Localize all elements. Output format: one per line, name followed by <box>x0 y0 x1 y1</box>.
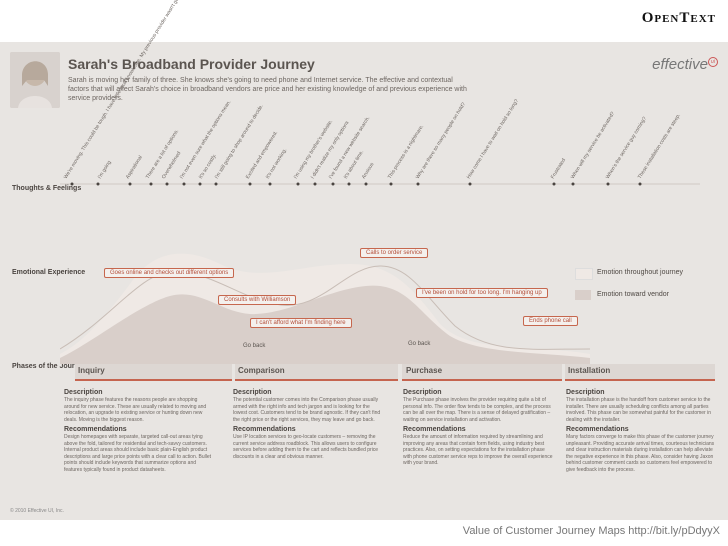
callout-calls: Calls to order service <box>360 248 429 258</box>
go-back-1: Go back <box>243 343 266 349</box>
phase-comparison: Comparison <box>238 366 285 375</box>
callout-ends: Ends phone call <box>523 316 578 326</box>
opentext-brand: OpenText <box>641 10 716 26</box>
phase-bar-inquiry <box>75 364 232 381</box>
phase-bar-purchase <box>402 364 562 381</box>
phase-installation: Installation <box>568 366 611 375</box>
phases-label: Phases of the Journey <box>12 363 87 370</box>
recommendations-text: Design homepages with separate, targeted… <box>64 434 212 473</box>
avatar <box>10 52 60 108</box>
description-text: The Purchase phase involves the provider… <box>403 397 551 423</box>
callout-cant-afford: I can't afford what I'm finding here <box>250 318 352 328</box>
recommendations-heading: Recommendations <box>403 426 466 433</box>
description-text: The potential customer comes into the Co… <box>233 397 381 423</box>
journey-intro: Sarah is moving her family of three. She… <box>68 77 467 102</box>
legend-throughout: Emotion throughout journey <box>597 269 683 276</box>
recommendations-text: Many factors converge to make this phase… <box>566 434 715 473</box>
page-title: Sarah's Broadband Provider Journey <box>68 56 315 72</box>
go-back-2: Go back <box>408 341 431 347</box>
description-heading: Description <box>233 389 272 396</box>
callout-hold: I've been on hold for too long. I'm hang… <box>416 288 548 298</box>
phase-bar-comparison <box>235 364 398 381</box>
logo-text: effective <box>652 56 708 73</box>
caption-link[interactable]: Value of Customer Journey Maps http://bi… <box>462 525 720 537</box>
column-purchase: Description The Purchase phase involves … <box>403 389 553 470</box>
recommendations-heading: Recommendations <box>566 426 629 433</box>
person-icon <box>10 52 60 108</box>
journey-slide: Sarah's Broadband Provider Journey Sarah… <box>0 0 728 520</box>
copyright: © 2010 Effective UI, Inc. <box>10 508 64 514</box>
recommendations-heading: Recommendations <box>233 426 296 433</box>
thought-dot-row <box>60 182 700 186</box>
recommendations-text: Use IP location services to geo-locate c… <box>233 434 379 460</box>
top-brand-bar: OpenText <box>0 0 728 42</box>
description-text: The installation phase is the handoff fr… <box>566 397 711 423</box>
description-heading: Description <box>64 389 103 396</box>
callout-online: Goes online and checks out different opt… <box>104 268 235 278</box>
thought-17: Why are there so many people on hold? <box>414 101 467 180</box>
phase-bar-installation <box>565 364 715 381</box>
description-text: The inquiry phase features the reasons p… <box>64 397 207 423</box>
journey-timeline: Inquiry Comparison Purchase Installation <box>12 364 716 382</box>
recommendations-heading: Recommendations <box>64 426 127 433</box>
description-heading: Description <box>403 389 442 396</box>
legend-swatch-vendor <box>575 290 591 300</box>
description-heading: Description <box>566 389 605 396</box>
thought-18: How come I have to wait on hold so long? <box>465 98 521 180</box>
phase-purchase: Purchase <box>406 366 443 375</box>
column-installation: Description The installation phase is th… <box>566 389 716 476</box>
recommendations-text: Reduce the amount of information require… <box>403 434 553 466</box>
callout-consults: Consults with Williamson <box>218 295 297 305</box>
logo-mark: ui <box>708 57 718 67</box>
emotion-curves <box>60 253 590 364</box>
emotional-label: Emotional Experience <box>12 269 86 276</box>
thoughts-label: Thoughts & Feelings <box>12 185 82 192</box>
phase-inquiry: Inquiry <box>78 366 105 375</box>
column-comparison: Description The potential customer comes… <box>233 389 383 463</box>
column-inquiry: Description The inquiry phase features t… <box>64 389 214 476</box>
legend-vendor: Emotion toward vendor <box>597 291 669 298</box>
legend-swatch-throughout <box>575 268 593 280</box>
